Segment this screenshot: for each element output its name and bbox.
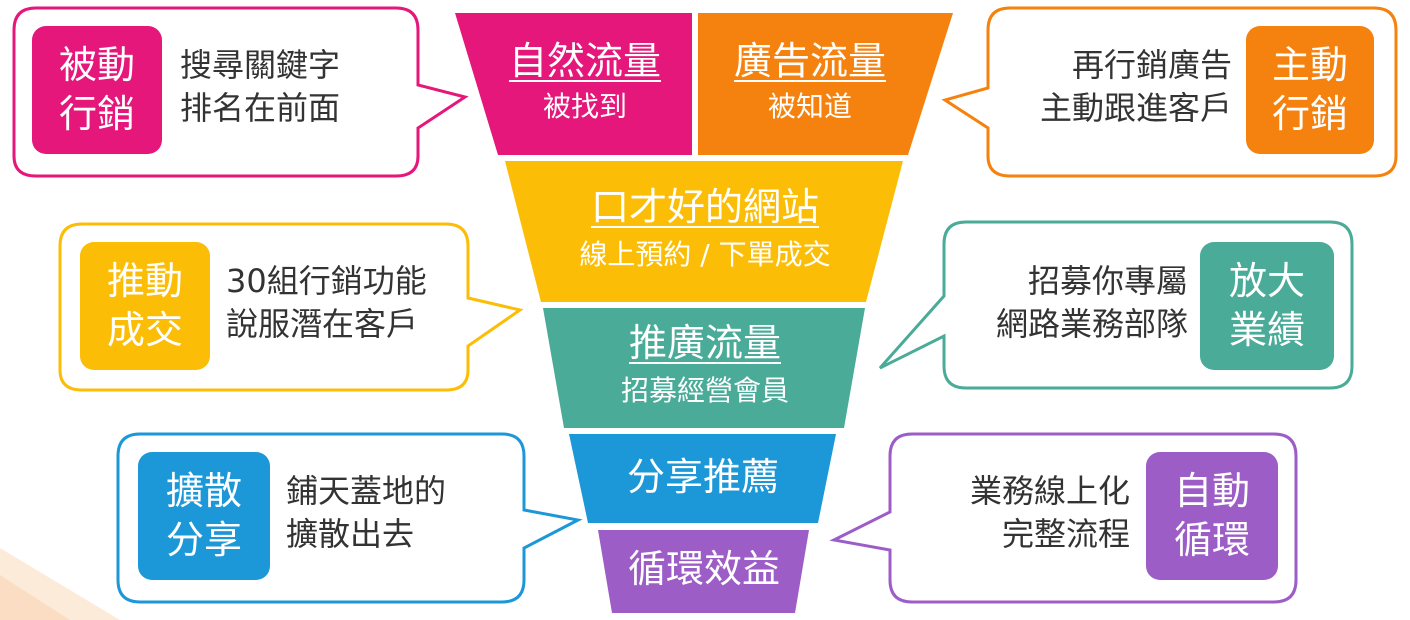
funnel-layer-website	[505, 161, 903, 302]
cycle-title: 循環效益	[627, 547, 780, 591]
decorative-stripe	[0, 575, 70, 620]
desc-active: 再行銷廣告 主動跟進客戶	[1039, 46, 1232, 128]
label-amplify-sales: 放大 業績	[1228, 258, 1305, 352]
website-subtitle: 線上預約 / 下單成交	[579, 237, 831, 271]
funnel-text-cycle: 循環效益	[604, 547, 804, 592]
label-active-marketing: 主動 行銷	[1271, 42, 1348, 136]
label-box-push: 推動 成交	[80, 242, 210, 370]
funnel-text-ads: 廣告流量 被知道	[715, 39, 905, 123]
funnel-layer-promo	[543, 308, 865, 428]
funnel-layer-ads	[698, 13, 953, 155]
funnel-text-share: 分享推薦	[590, 455, 816, 500]
label-push-deal: 推動 成交	[106, 258, 183, 352]
share-title: 分享推薦	[626, 455, 779, 499]
funnel-layer-share	[569, 434, 836, 523]
desc-passive: 搜尋關鍵字 排名在前面	[180, 46, 341, 128]
label-box-amplify: 放大 業績	[1200, 242, 1334, 370]
label-box-passive: 被動 行銷	[32, 26, 162, 154]
desc-spread: 鋪天蓋地的 擴散出去	[286, 472, 447, 554]
desc-amplify: 招募你專屬 網路業務部隊	[995, 262, 1188, 344]
label-box-auto: 自動 循環	[1146, 452, 1278, 580]
promo-traffic-title: 推廣流量	[628, 321, 781, 365]
funnel-text-promo: 推廣流量 招募經營會員	[560, 321, 850, 407]
funnel-layer-natural	[455, 13, 692, 155]
promo-traffic-subtitle: 招募經營會員	[620, 373, 789, 407]
label-passive-marketing: 被動 行銷	[58, 42, 135, 136]
label-box-active: 主動 行銷	[1246, 26, 1374, 154]
desc-push: 30組行銷功能 說服潛在客戶	[226, 262, 427, 344]
natural-traffic-title: 自然流量	[508, 39, 661, 83]
ad-traffic-subtitle: 被知道	[767, 89, 852, 123]
website-title: 口才好的網站	[590, 185, 819, 229]
label-spread-share: 擴散 分享	[165, 468, 242, 562]
funnel-text-natural: 自然流量 被找到	[495, 39, 675, 123]
ad-traffic-title: 廣告流量	[733, 39, 886, 83]
desc-auto: 業務線上化 完整流程	[969, 472, 1130, 554]
funnel-text-website: 口才好的網站 線上預約 / 下單成交	[530, 185, 880, 271]
natural-traffic-subtitle: 被找到	[542, 89, 627, 123]
funnel-layer-cycle	[598, 530, 809, 613]
label-box-spread: 擴散 分享	[138, 452, 270, 580]
label-auto-cycle: 自動 循環	[1173, 468, 1250, 562]
